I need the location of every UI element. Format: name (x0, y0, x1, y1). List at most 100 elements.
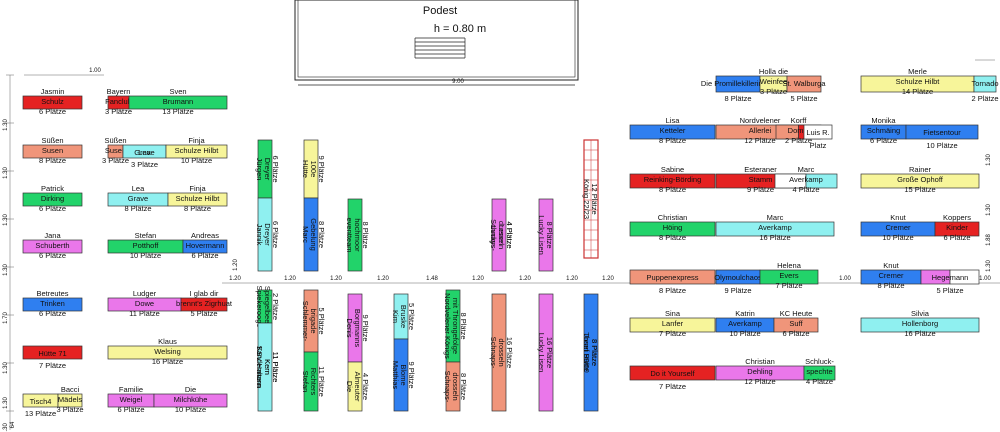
table-label: Weigel (120, 395, 143, 404)
table-label: Averkamp (758, 223, 792, 232)
table-label: Schmäing (867, 126, 900, 135)
table-label: Korff (791, 116, 808, 125)
stage-height: h = 0.80 m (434, 23, 486, 35)
table-label: Nordvelener (740, 116, 781, 125)
table-label: Kern (263, 359, 272, 375)
table-bar (583, 293, 599, 412)
table-label: 9 Plätze (361, 314, 370, 341)
table-label: 7 Plätze (659, 382, 686, 391)
table-label: KSV Haltern (255, 346, 264, 387)
table-label: Allerlei (749, 126, 772, 135)
table-bar (445, 361, 461, 412)
table-label: 10 Plätze (130, 251, 161, 260)
table-label: Finja (188, 136, 205, 145)
table-label: 9 Plätze (747, 185, 774, 194)
table-label: 8 Plätze (184, 204, 211, 213)
table-label: brigade (309, 308, 318, 333)
table-label: 2 Plätze (971, 94, 998, 103)
seating-table: Luis R.Platz (803, 124, 833, 150)
table-label: Platz (810, 141, 827, 150)
dimension-label: 1.20 (330, 276, 342, 282)
table-label: 16 Plätze (759, 233, 790, 242)
table-bar (182, 239, 228, 254)
table-label: Lucky (489, 225, 498, 245)
table-label: 4 Plätze (792, 185, 819, 194)
table-label: Andreas (191, 231, 219, 240)
table-label: Die (345, 381, 354, 392)
table-label: Die (185, 385, 196, 394)
table-label: Schulz (41, 97, 64, 106)
dimension-label: 1.20 (472, 276, 484, 282)
table-label: Sandermann (255, 346, 264, 389)
table-bar (347, 198, 363, 272)
table-label: Kinder (946, 223, 968, 232)
table-label: Marc (767, 213, 784, 222)
table-label: Koppers (943, 213, 971, 222)
table-label: Grave (134, 148, 154, 157)
table-label: I glab dir (190, 289, 219, 298)
table-label: Schulze Hilbt (175, 146, 220, 155)
table-bar (973, 75, 997, 93)
table-label: 8 Plätze (317, 221, 326, 248)
table-label: 11 Plätze (317, 366, 326, 397)
table-label: 6 Plätze (39, 204, 66, 213)
table-label: 8 Plätze (545, 221, 554, 248)
dimension-label: 1.00 (89, 68, 101, 74)
table-label: spechte (806, 367, 832, 376)
table-bar (803, 124, 833, 140)
stage-title: Podest (423, 5, 457, 17)
table-bar (491, 198, 507, 272)
table-bar (538, 293, 554, 412)
table-label: 10 Plätze (729, 329, 760, 338)
table-label: 8 Plätze (659, 233, 686, 242)
table-label: Patrick (41, 184, 64, 193)
table-label: 6 Plätze (39, 107, 66, 116)
table-label: Ludger (133, 289, 157, 298)
table-bar (934, 221, 980, 237)
table-label: 6 Plätze (870, 136, 897, 145)
table-label: Hütte (301, 160, 310, 178)
table-label: Denis (345, 318, 354, 337)
table-label: Susen (42, 146, 63, 155)
table-label: 6 Plätze (191, 251, 218, 260)
table-label: Susen (105, 146, 126, 155)
table-label: 6 Plätze (271, 221, 280, 248)
table-label: Klaus (158, 337, 177, 346)
table-label: Marc (301, 226, 310, 243)
table-label: 2 Plätze (271, 293, 280, 320)
table-label: 14 Plätze (902, 87, 933, 96)
table-bar (629, 221, 716, 237)
table-label: Ketteler (660, 126, 686, 135)
table-label: Silvia (911, 309, 930, 318)
table-label: 10 Plätze (882, 233, 913, 242)
dimension-label: 1.30 (3, 214, 9, 226)
table-label: St. Walburga (782, 79, 826, 88)
table-label: 4 Plätze (806, 377, 833, 386)
